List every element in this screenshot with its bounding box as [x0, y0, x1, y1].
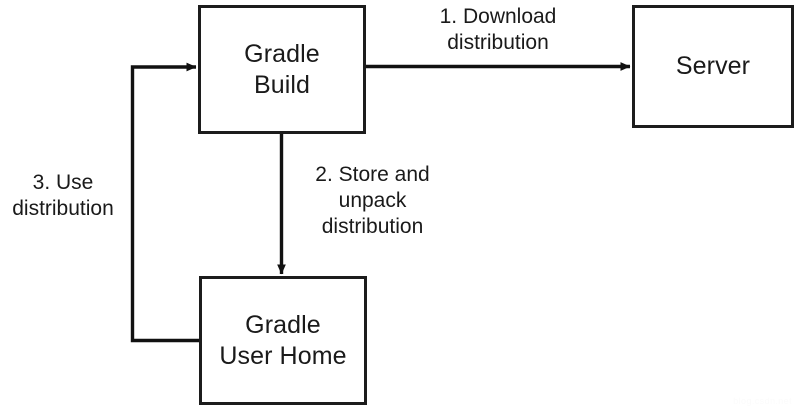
node-server[interactable]: Server [632, 5, 794, 128]
node-gradle-build-label: Gradle Build [244, 40, 320, 99]
edge-label-download: 1. Download distribution [439, 5, 557, 55]
node-gradle-build[interactable]: Gradle Build [198, 5, 366, 134]
node-gradle-user-home-label: Gradle User Home [219, 311, 347, 370]
edge-use-distribution-arrow [130, 62, 199, 343]
edge-label-use-distribution: 3. Use distribution [12, 171, 114, 221]
edge-label-store-unpack: 2. Store and unpack distribution [315, 163, 430, 239]
watermark: blog.csdn.net [733, 396, 792, 406]
node-gradle-user-home[interactable]: Gradle User Home [199, 276, 367, 405]
node-server-label: Server [675, 52, 751, 81]
